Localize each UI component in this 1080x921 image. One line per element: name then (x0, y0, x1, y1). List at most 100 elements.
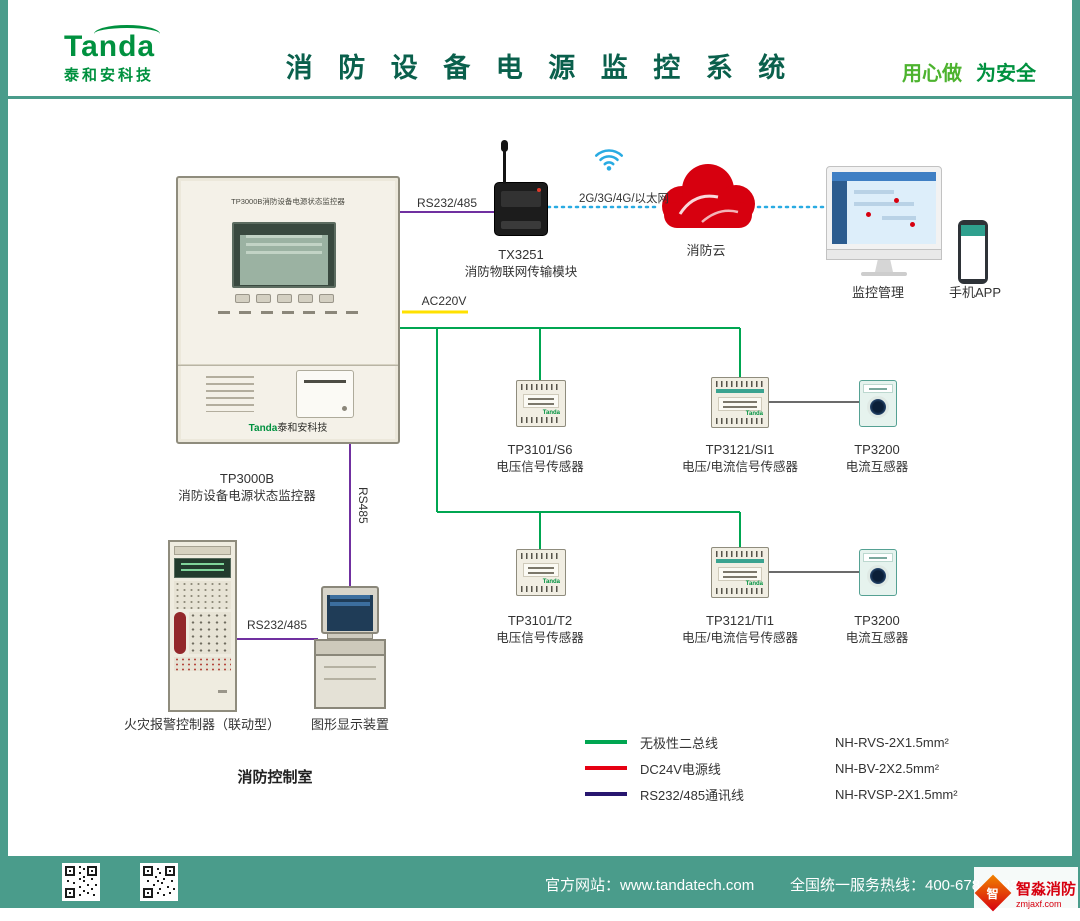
ct-hole (867, 565, 889, 587)
monitoring-computer (826, 166, 942, 278)
control-room-label: 消防控制室 (237, 769, 313, 786)
sensor-label-plate (523, 394, 559, 408)
terminal-pins (716, 588, 764, 594)
sensor-desc: 电流互感器 (845, 460, 909, 475)
sensor-brand: Tanda (542, 410, 560, 416)
phone-caption: 手机APP (948, 285, 1002, 300)
sensor-tp3101-t2: Tanda (516, 549, 566, 596)
legend-spec: NH-BV-2X2.5mm² (835, 760, 940, 776)
sensor-model: TP3101/S6 (507, 442, 573, 457)
computer-stand (875, 260, 893, 272)
footer-website: 官方网站：www.tandatech.com (545, 877, 755, 894)
legend-item-comm: RS232/485通讯线 NH-RVSP-2X1.5mm² (585, 781, 1025, 807)
panel-button (234, 294, 250, 303)
antenna-tip-icon (501, 140, 508, 152)
sensor-model: TP3200 (854, 613, 900, 628)
terminal-pins (716, 551, 764, 557)
header-divider (0, 96, 1080, 99)
ct-label-plate (863, 384, 893, 393)
sensor-caption: TP3121/SI1 电压/电流信号传感器 (682, 441, 798, 477)
cabinet-lcd-screen (232, 222, 336, 288)
cabinet-indicator-labels (218, 311, 358, 314)
sensor-desc: 电压/电流信号传感器 (682, 460, 798, 475)
zmjaxf-watermark: 智 智淼消防 zmjaxf.com (974, 867, 1078, 919)
tx-model: TX3251 (498, 247, 544, 262)
computer-base (861, 272, 907, 276)
ct-hole (867, 396, 889, 418)
computer-screen (826, 166, 942, 250)
panel-button (255, 294, 271, 303)
door-handle (218, 690, 227, 693)
ct-label-plate (863, 553, 893, 562)
computer-chin (826, 250, 942, 260)
controller-indicator-row (174, 657, 231, 671)
ac220v-label: AC220V (421, 294, 467, 308)
controller-keypad (189, 612, 231, 654)
cabinet-brand-name: Tanda (248, 423, 278, 434)
dashboard-topbar (832, 172, 936, 181)
legend-item-power: DC24V电源线 NH-BV-2X2.5mm² (585, 755, 1025, 781)
legend-label: DC24V电源线 (640, 761, 721, 777)
legend-spec: NH-RVSP-2X1.5mm² (835, 786, 958, 802)
workstation-screen (327, 595, 373, 631)
logo-leaf-swoosh-icon (94, 25, 160, 43)
fire-telephone-handset (174, 612, 186, 654)
terminal-pins (521, 384, 561, 390)
graphic-display-workstation (314, 586, 386, 712)
terminal-pins (716, 381, 764, 387)
slogan: 用心做为安全 (902, 57, 1036, 86)
cabinet-door-seam (178, 364, 398, 366)
workstation-keyboard-shelf (316, 641, 384, 656)
panel-button (297, 294, 313, 303)
cabinet-top-label: TP3000B消防设备电源状态监控器 (231, 197, 345, 206)
page-title: 消 防 设 备 电 源 监 控 系 统 (285, 53, 795, 83)
sensor-caption: TP3101/T2 电压信号传感器 (496, 612, 584, 648)
terminal-pins (521, 553, 561, 559)
cloud-caption: 消防云 (686, 243, 726, 258)
rs232-485-top-label: RS232/485 (416, 196, 478, 210)
footer-bar: 官方网站：www.tandatech.com 全国统一服务热线：400-678-… (0, 856, 1080, 908)
cabinet-printer (296, 370, 354, 418)
console-panel-line (324, 678, 376, 680)
controller-button-grid (174, 581, 231, 609)
tx-module-caption: TX3251 消防物联网传输模块 (465, 246, 578, 282)
rs232-485-bottom-label: RS232/485 (246, 618, 308, 632)
workstation-monitor (321, 586, 379, 634)
wifi-signal-icon (594, 149, 624, 171)
watermark-url: zmjaxf.com (1016, 898, 1062, 909)
workstation-neck (327, 634, 373, 639)
cabinet-brand-text: Tanda泰和安科技 (178, 419, 398, 434)
sensor-caption: TP3121/TI1 电压/电流信号传感器 (682, 612, 798, 648)
sensor-caption: TP3200 电流互感器 (846, 612, 909, 648)
logo-subtitle: 泰和安科技 (64, 67, 155, 84)
legend-line-green (585, 740, 627, 744)
console-panel-line (324, 666, 376, 668)
rs485-label: RS485 (356, 487, 370, 524)
cabinet-caption-model: TP3000B (219, 471, 275, 486)
tanda-logo: Tanda 泰和安科技 (64, 25, 160, 85)
sensor-model: TP3121/TI1 (706, 613, 774, 628)
monitor-caption: 监控管理 (851, 285, 905, 300)
module-label-band (501, 221, 541, 229)
slogan-part2: 为安全 (976, 63, 1036, 85)
sensor-label-plate (718, 567, 762, 581)
watermark-title: 智淼消防 (1016, 880, 1077, 898)
sensor-caption: TP3200 电流互感器 (846, 441, 909, 477)
controller-mid-section (174, 612, 231, 654)
sensor-model: TP3200 (854, 442, 900, 457)
frame-right-border (1072, 0, 1080, 908)
sensor-model: TP3121/SI1 (705, 442, 775, 457)
legend-label: RS232/485通讯线 (640, 787, 745, 803)
sensor-tp3121-si1: Tanda (711, 377, 769, 428)
controller-lcd (174, 558, 231, 578)
tx-desc: 消防物联网传输模块 (464, 265, 578, 280)
dashboard-screen-content (832, 172, 936, 244)
qr-code (62, 863, 100, 901)
cabinet-brand-suffix: 泰和安科技 (277, 423, 328, 434)
tx3251-iot-module (494, 140, 548, 236)
sensor-label-plate (523, 563, 559, 577)
qr-code (140, 863, 178, 901)
sensor-tp3101-s6: Tanda (516, 380, 566, 427)
current-transformer-tp3200 (859, 380, 897, 427)
watermark-diamond-logo-icon: 智 (974, 874, 1012, 912)
